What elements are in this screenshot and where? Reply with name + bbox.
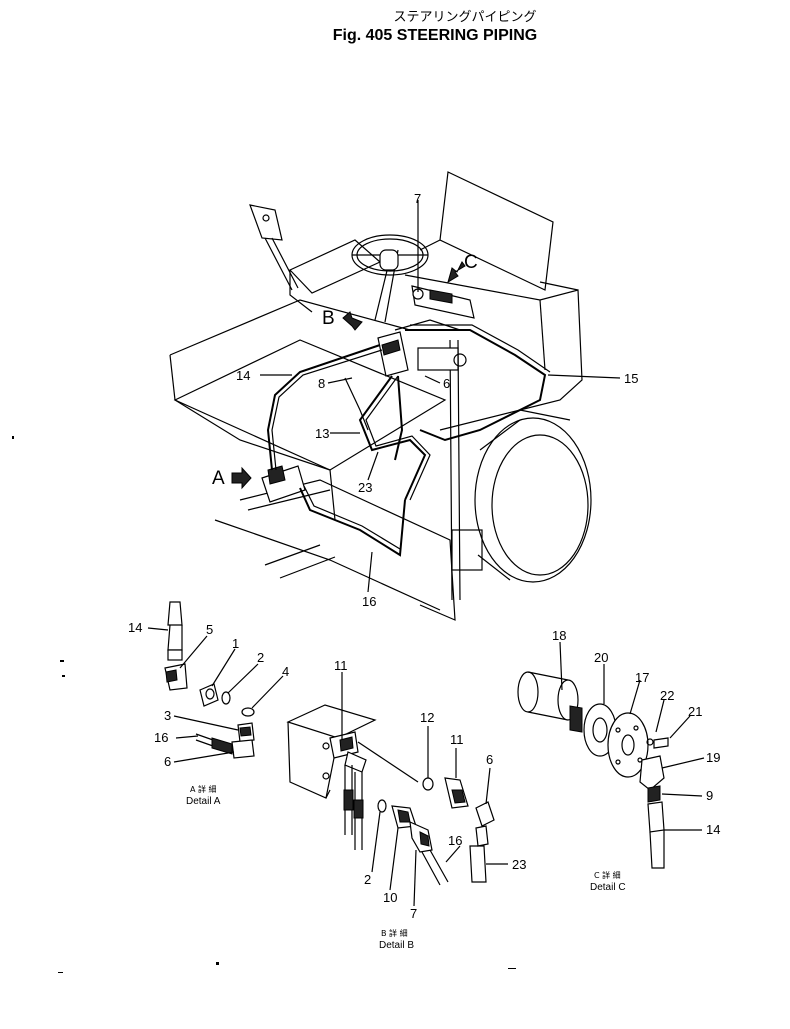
detail-b-callout-16: 16 <box>448 833 462 848</box>
control-valve-assembly <box>261 200 475 503</box>
callout-15: 15 <box>624 371 638 386</box>
detail-c-callout-14: 14 <box>706 822 720 837</box>
main-leader-lines <box>260 374 621 593</box>
detail-c-callout-20: 20 <box>594 650 608 665</box>
detail-a-callout-1: 1 <box>232 636 239 651</box>
detail-c-caption-jp: C 詳 細 <box>594 870 621 880</box>
callout-7: 7 <box>414 191 421 206</box>
callout-6: 6 <box>443 376 450 391</box>
detail-a-callout-6: 6 <box>164 754 171 769</box>
detail-c-callout-22: 22 <box>660 688 674 703</box>
figure-title: ステアリングパイピング Fig. 405 STEERING PIPING <box>0 6 790 45</box>
view-arrows <box>231 261 466 490</box>
machine-body <box>169 171 592 621</box>
arrow-c-icon <box>447 261 466 284</box>
detail-a-callout-3: 3 <box>164 708 171 723</box>
detail-c <box>517 641 705 869</box>
detail-a-callout-16: 16 <box>154 730 168 745</box>
detail-b <box>286 672 508 907</box>
detail-a-caption-en: Detail A <box>186 796 221 807</box>
callout-14: 14 <box>236 368 250 383</box>
callout-16: 16 <box>362 594 376 609</box>
detail-a-caption-jp: A 詳 細 <box>190 784 217 794</box>
detail-b-callout-23: 23 <box>512 857 526 872</box>
detail-b-callout-12: 12 <box>420 710 434 725</box>
detail-b-callout-7: 7 <box>410 906 417 921</box>
detail-b-callout-6: 6 <box>486 752 493 767</box>
callout-13: 13 <box>315 426 329 441</box>
detail-a-callout-2: 2 <box>257 650 264 665</box>
piping-lines <box>266 324 551 557</box>
view-label-c: C <box>464 252 478 273</box>
scan-marks <box>12 436 516 973</box>
arrow-a-icon <box>231 466 252 490</box>
detail-a-callout-5: 5 <box>206 622 213 637</box>
detail-c-callout-19: 19 <box>706 750 720 765</box>
detail-c-caption-en: Detail C <box>590 882 626 893</box>
title-english: Fig. 405 STEERING PIPING <box>332 27 538 44</box>
arrow-b-icon <box>342 311 363 331</box>
detail-c-callout-9: 9 <box>706 788 713 803</box>
detail-c-callout-21: 21 <box>688 704 702 719</box>
detail-b-caption-jp: B 詳 細 <box>381 928 408 938</box>
callout-8: 8 <box>318 376 325 391</box>
detail-a <box>147 601 284 763</box>
detail-b-caption-en: Detail B <box>379 940 414 951</box>
detail-b-callout-11-top: 11 <box>334 658 348 673</box>
detail-b-callout-10: 10 <box>383 890 397 905</box>
callout-23: 23 <box>358 480 372 495</box>
view-label-b: B <box>322 308 335 329</box>
detail-a-callout-14: 14 <box>128 620 142 635</box>
detail-c-callout-18: 18 <box>552 628 566 643</box>
detail-c-callout-17: 17 <box>635 670 649 685</box>
detail-b-callout-2: 2 <box>364 872 371 887</box>
detail-b-callout-11-right: 11 <box>450 732 464 747</box>
title-japanese: ステアリングパイピング <box>393 10 537 25</box>
detail-a-callout-4: 4 <box>282 664 289 679</box>
view-label-a: A <box>212 468 225 489</box>
